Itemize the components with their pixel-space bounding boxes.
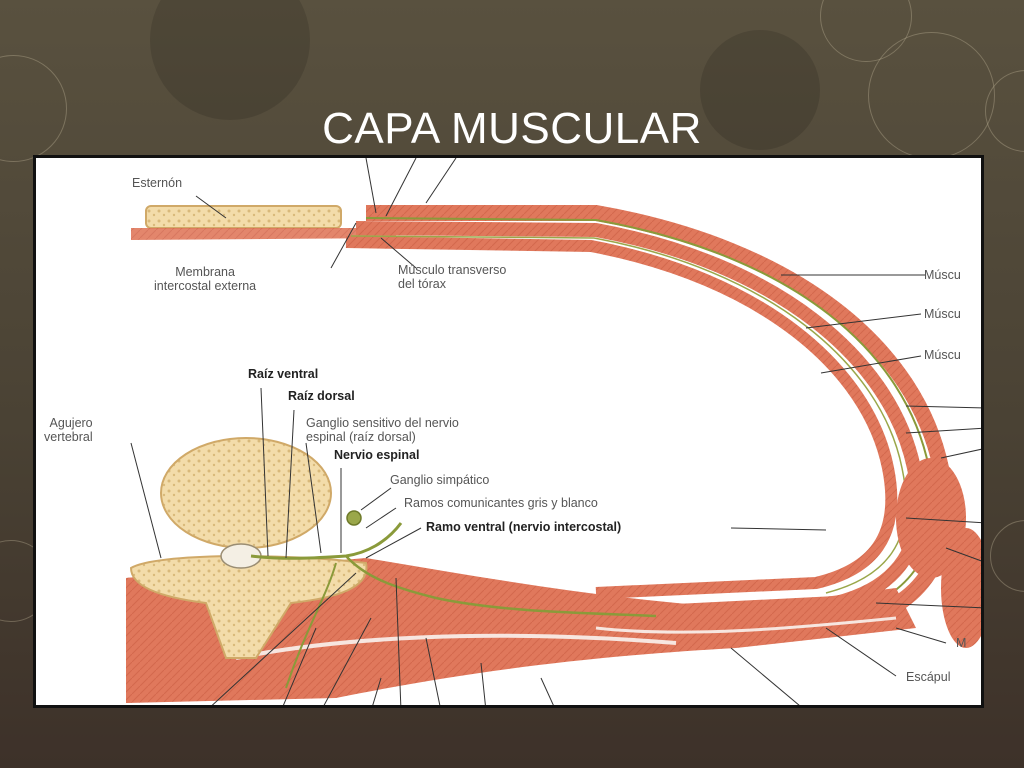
leader-line xyxy=(805,313,922,329)
middle-muscle-layer xyxy=(355,221,926,620)
label-musculo-1: Múscu xyxy=(924,268,961,282)
muscle-fascia-line xyxy=(595,616,897,634)
label-agujero-line2: vertebral xyxy=(44,430,93,444)
label-ramo-ventral: Ramo ventral (nervio intercostal) xyxy=(426,520,622,534)
label-agujero-line1: Agujero xyxy=(49,416,93,430)
leader-line xyxy=(905,405,981,409)
background-blob xyxy=(700,30,820,150)
inner-muscle-layer xyxy=(345,236,898,599)
leader-line xyxy=(540,677,554,705)
leader-line xyxy=(730,647,800,705)
label-membrana: Membrana intercostal externa xyxy=(154,265,256,293)
outer-muscle-layer xyxy=(366,205,954,646)
background-blob xyxy=(150,0,310,120)
label-raiz-dorsal: Raíz dorsal xyxy=(288,389,355,403)
leader-line xyxy=(940,448,981,459)
leader-lines xyxy=(130,158,981,705)
label-musculo-cut: M xyxy=(956,636,967,650)
sternum-muscle xyxy=(131,228,396,240)
leader-line xyxy=(360,487,392,511)
leader-line xyxy=(323,617,372,705)
leader-line xyxy=(330,222,357,269)
label-nervio-espinal: Nervio espinal xyxy=(334,448,420,462)
leader-line xyxy=(730,527,827,531)
sympathetic-ganglion xyxy=(346,510,362,526)
sternum xyxy=(145,205,342,229)
ventral-ramus xyxy=(345,555,657,618)
muscle-fascia-line xyxy=(235,633,677,660)
leader-line xyxy=(875,602,981,609)
leader-line xyxy=(895,627,947,644)
leader-line xyxy=(395,577,402,705)
label-esternon: Esternón xyxy=(132,176,183,190)
label-transverso-line2: del tórax xyxy=(398,277,446,291)
leader-line xyxy=(285,409,295,559)
label-ganglio-sensitivo: Ganglio sensitivo del nervio espinal (ra… xyxy=(306,416,459,444)
leader-line xyxy=(211,572,357,705)
leader-line xyxy=(820,355,922,374)
leader-line xyxy=(260,387,269,557)
slide-title: CAPA MUSCULAR xyxy=(322,104,702,153)
leader-line xyxy=(365,527,422,559)
label-ganglio-simpatico: Ganglio simpático xyxy=(390,473,490,487)
background-bubble xyxy=(990,520,1024,592)
leader-line xyxy=(282,627,317,705)
label-transverso: Músculo transverso del tórax xyxy=(398,263,506,291)
label-ganglio-sensitivo-line2: espinal (raíz dorsal) xyxy=(306,430,416,444)
intercostal-nerve xyxy=(365,217,935,629)
leader-line xyxy=(945,547,981,562)
label-musculo-3: Múscu xyxy=(924,348,961,362)
leader-line xyxy=(905,517,981,524)
leader-line xyxy=(385,158,417,217)
leader-line xyxy=(372,677,382,705)
leader-line xyxy=(825,627,897,677)
scapular-muscle xyxy=(941,528,981,648)
vertebral-body xyxy=(160,437,332,549)
leader-line xyxy=(365,158,377,214)
anatomy-figure: Esternón Membrana intercostal externa Mú… xyxy=(33,155,984,708)
label-escapula: Escápul xyxy=(906,670,951,684)
label-membrana-line1: Membrana xyxy=(175,265,235,279)
label-membrana-line2: intercostal externa xyxy=(154,279,257,293)
leader-line xyxy=(380,237,417,269)
spinal-nerve xyxy=(250,522,403,560)
leader-line xyxy=(305,442,322,554)
leader-line xyxy=(130,442,162,559)
leader-line xyxy=(365,507,397,529)
label-ganglio-sensitivo-line1: Ganglio sensitivo del nervio xyxy=(306,416,459,430)
nerve-branch xyxy=(285,562,337,689)
leader-line xyxy=(195,195,227,219)
thoracic-wall-diagram xyxy=(126,158,981,705)
vertebral-arch xyxy=(129,555,368,659)
leader-line xyxy=(425,158,457,204)
leader-line xyxy=(905,427,981,434)
label-transverso-line1: Músculo transverso xyxy=(398,263,507,277)
label-ramos: Ramos comunicantes gris y blanco xyxy=(404,496,598,510)
label-raiz-ventral: Raíz ventral xyxy=(248,367,319,381)
intercostal-nerve xyxy=(350,235,907,594)
leader-line xyxy=(425,637,441,705)
label-musculo-2: Múscu xyxy=(924,307,961,321)
label-agujero: Agujero vertebral xyxy=(44,416,93,444)
leader-line xyxy=(480,662,486,705)
